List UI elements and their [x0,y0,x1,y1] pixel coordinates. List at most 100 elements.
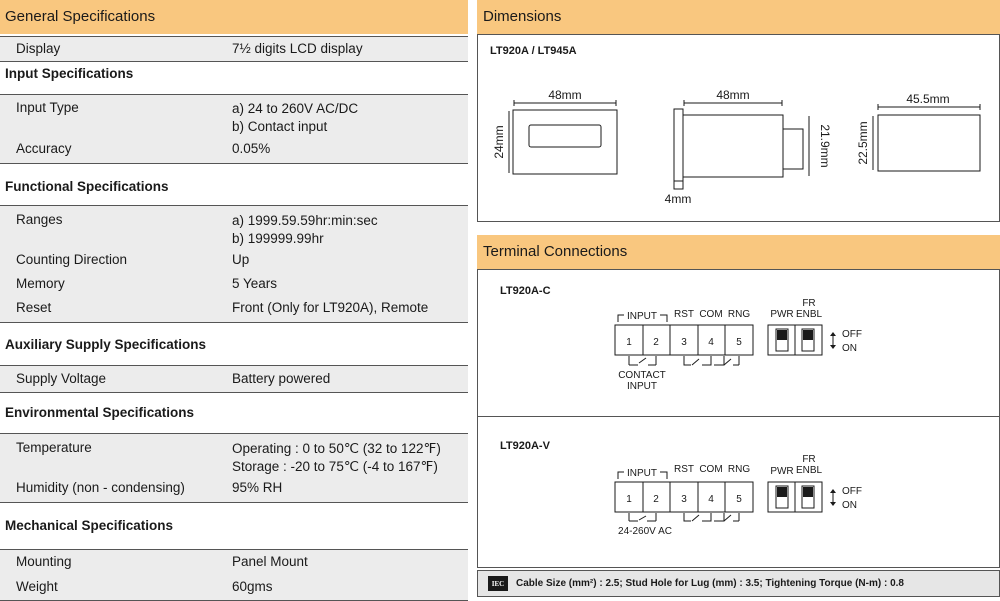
spec-value-line: b) 199999.99hr [232,231,324,246]
terminal-number: 2 [653,337,659,348]
side-flange-label: 4mm [665,192,692,206]
table-row: Temperature Operating : 0 to 50℃ (32 to … [0,434,468,476]
front-width-label: 48mm [548,88,581,102]
spec-label: Mounting [16,554,72,569]
side-view-drawing [673,100,810,190]
spec-value: 5 Years [232,276,278,291]
spec-label: Humidity (non - condensing) [16,480,185,495]
table-row: Humidity (non - condensing) 95% RH [0,476,468,502]
mechanical-specifications-table: Mounting Panel Mount Weight 60gms [0,549,468,601]
spec-label: Input Type [16,100,79,115]
contact-label: INPUT [627,381,657,392]
spec-label: Accuracy [16,141,72,156]
terminal-v-diagram: LT920A-V [500,440,862,537]
table-row: Display 7½ digits LCD display [0,37,468,61]
table-row: Counting Direction Up [0,248,468,272]
back-height-label: 22.5mm [856,121,870,164]
spec-value: 7½ digits LCD display [232,41,363,56]
functional-specifications-heading: Functional Specifications [5,179,169,194]
table-row: Accuracy 0.05% [0,137,468,163]
fr-switch-knob [803,330,813,340]
table-row: Memory 5 Years [0,272,468,296]
terminal-number: 3 [681,337,687,348]
fr-label: FR [802,298,815,309]
terminal-number: 2 [653,494,659,505]
input-specifications-table: Input Type a) 24 to 260V AC/DC b) Contac… [0,94,468,164]
spec-value: 95% RH [232,480,283,495]
spec-label: Memory [16,276,65,291]
rst-label: RST [674,464,694,475]
spec-label: Weight [16,579,58,594]
spec-value: Up [232,252,250,267]
pwr-switch-knob [777,330,787,340]
terminal-v-panel: LT920A-V [477,416,1000,568]
dimensions-header: Dimensions [477,0,1000,34]
terminal-number: 4 [708,494,714,505]
spec-value: Panel Mount [232,554,308,569]
rst-label: RST [674,309,694,320]
spec-label: Reset [16,300,52,315]
spec-label: Display [16,41,61,56]
table-row: Supply Voltage Battery powered [0,366,468,392]
mechanical-specifications-heading: Mechanical Specifications [5,518,174,533]
terminal-c-diagram: LT920A-C [500,285,862,392]
dimensions-model-label: LT920A / LT945A [490,45,577,57]
pwr-label: PWR [770,309,793,320]
auxiliary-specifications-table: Supply Voltage Battery powered [0,365,468,393]
enbl-label: ENBL [796,465,823,476]
terminal-number: 1 [626,337,632,348]
cable-info-text: Cable Size (mm²) : 2.5; Stud Hole for Lu… [516,578,904,589]
spec-value-line: a) 1999.59.59hr:min:sec [232,213,378,228]
rng-label: RNG [728,464,750,475]
spec-label: Ranges [16,212,63,227]
environmental-specifications-table: Temperature Operating : 0 to 50℃ (32 to … [0,433,468,503]
iec-logo-icon: IEC [488,576,508,591]
dimension-drawings: LT920A / LT945A 48mm 24mm [490,45,981,206]
fr-label: FR [802,454,815,465]
spec-label: Temperature [16,440,92,455]
spec-value: 0.05% [232,141,271,156]
table-row: Ranges a) 1999.59.59hr:min:sec b) 199999… [0,206,468,248]
terminal-number: 1 [626,494,632,505]
functional-specifications-table: Ranges a) 1999.59.59hr:min:sec b) 199999… [0,205,468,323]
com-label: COM [699,464,722,475]
pwr-label: PWR [770,466,793,477]
spec-value-line: Operating : 0 to 50℃ (32 to 122℉) [232,441,441,456]
front-height-label: 24mm [492,125,506,158]
off-label: OFF [842,329,862,340]
fr-switch-knob [803,487,813,497]
on-label: ON [842,500,857,511]
general-specifications-table: Display 7½ digits LCD display [0,36,468,62]
input-label: INPUT [627,311,657,322]
pwr-switch-knob [777,487,787,497]
specifications-column: General Specifications Display 7½ digits… [0,0,468,601]
spec-value: Battery powered [232,371,331,386]
table-row: Mounting Panel Mount [0,550,468,575]
side-height-label: 21.9mm [818,124,832,167]
terminal-number: 3 [681,494,687,505]
enbl-label: ENBL [796,309,823,320]
terminal-v-model-label: LT920A-V [500,440,551,452]
contact-label: CONTACT [618,370,666,381]
spec-value-line: a) 24 to 260V AC/DC [232,101,359,116]
spec-value: Front (Only for LT920A), Remote [232,300,429,315]
terminal-number: 5 [736,494,742,505]
spec-label: Supply Voltage [16,371,107,386]
on-label: ON [842,343,857,354]
dip-switch-block [767,324,836,356]
spec-value: a) 24 to 260V AC/DC b) Contact input [232,100,468,137]
terminal-block [614,471,754,522]
auxiliary-specifications-heading: Auxiliary Supply Specifications [5,337,207,352]
terminal-block [614,314,754,366]
off-label: OFF [842,486,862,497]
environmental-specifications-heading: Environmental Specifications [5,405,195,420]
spec-value-line: Storage : -20 to 75℃ (-4 to 167℉) [232,459,438,474]
table-row: Weight 60gms [0,575,468,600]
table-row: Reset Front (Only for LT920A), Remote [0,296,468,322]
cable-info-footer: IEC Cable Size (mm²) : 2.5; Stud Hole fo… [477,570,1000,597]
spec-value-line: b) Contact input [232,119,328,134]
spec-value: a) 1999.59.59hr:min:sec b) 199999.99hr [232,212,468,248]
general-specifications-header: General Specifications [0,0,468,34]
terminal-c-panel: LT920A-C [477,269,1000,417]
ac-supply-label: 24-260V AC [618,526,672,537]
